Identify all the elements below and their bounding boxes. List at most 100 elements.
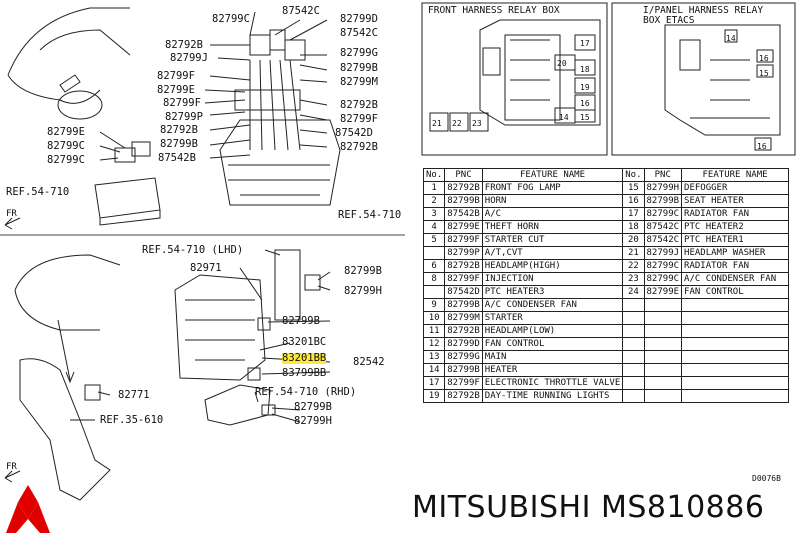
table-cell: 13: [422, 350, 446, 364]
table-cell: [643, 324, 683, 338]
highlighted-part-label: 83201BB: [282, 352, 327, 364]
col-header: FEATURE NAME: [681, 168, 790, 182]
part-label: 82799F: [157, 70, 195, 82]
table-cell: 24: [622, 285, 645, 299]
table-cell: 8: [422, 272, 446, 286]
table-cell: 17: [422, 376, 446, 390]
table-cell: [681, 337, 790, 351]
part-label: 82971: [190, 262, 222, 274]
table-cell: [643, 389, 683, 403]
table-cell: 82799C: [643, 207, 683, 221]
table-cell: HEADLAMP(LOW): [481, 324, 624, 338]
cell-label: 14: [559, 113, 569, 122]
table-cell: RADIATOR FAN: [681, 259, 790, 273]
table-cell: 17: [622, 207, 645, 221]
table-cell: [622, 376, 645, 390]
table-cell: FRONT FOG LAMP: [481, 181, 624, 195]
part-label: 82799D: [340, 13, 378, 25]
part-label: 82799M: [340, 76, 378, 88]
table-cell: 82799F: [444, 233, 483, 247]
part-label: 82799J: [170, 52, 208, 64]
part-label: 87542B: [158, 152, 196, 164]
table-cell: [622, 389, 645, 403]
part-label: 82792B: [160, 124, 198, 136]
table-cell: 82799E: [444, 220, 483, 234]
table-cell: STARTER: [481, 311, 624, 325]
table-cell: 82799H: [643, 181, 683, 195]
part-label: 82799C: [212, 13, 250, 25]
table-cell: [681, 376, 790, 390]
part-label: 82799H: [344, 285, 382, 297]
table-cell: [681, 389, 790, 403]
table-cell: 20: [622, 233, 645, 247]
table-cell: [681, 298, 790, 312]
part-label: 82792B: [165, 39, 203, 51]
front-direction-label: FR: [6, 462, 17, 472]
relay-box-bottom: [174, 274, 266, 381]
table-cell: 82799B: [444, 194, 483, 208]
table-cell: MAIN: [481, 350, 624, 364]
table-cell: 82792B: [444, 389, 483, 403]
table-cell: [681, 324, 790, 338]
table-cell: 82799C: [643, 259, 683, 273]
part-label: 82799F: [340, 113, 378, 125]
part-label: 82799B: [340, 62, 378, 74]
mitsubishi-logo-icon: [6, 485, 50, 533]
small-connector-top: [94, 177, 161, 219]
part-label: 82799C: [47, 140, 85, 152]
table-cell: THEFT HORN: [481, 220, 624, 234]
table-cell: 87542C: [643, 220, 683, 234]
table-cell: 2: [422, 194, 446, 208]
table-cell: 14: [422, 363, 446, 377]
table-cell: [622, 311, 645, 325]
table-cell: 82799E: [643, 285, 683, 299]
part-label: 87542C: [340, 27, 378, 39]
table-header-row: No. PNC FEATURE NAME No. PNC FEATURE NAM…: [422, 168, 790, 182]
table-cell: [643, 337, 683, 351]
table-cell: 5: [422, 233, 446, 247]
panel-harness-frame: [611, 2, 796, 156]
table-cell: [643, 298, 683, 312]
table-cell: 82792B: [444, 259, 483, 273]
table-cell: 82799J: [643, 246, 683, 260]
part-label: 82799B: [282, 315, 320, 327]
firewall-panel: [19, 358, 111, 501]
table-cell: 23: [622, 272, 645, 286]
cell-label: 14: [726, 34, 736, 43]
table-cell: HEADLAMP(HIGH): [481, 259, 624, 273]
table-cell: A/C CONDENSER FAN: [481, 298, 624, 312]
ref-label: REF.54-710 (LHD): [142, 244, 244, 256]
table-cell: SEAT HEATER: [681, 194, 790, 208]
table-cell: 22: [622, 259, 645, 273]
table-cell: [622, 363, 645, 377]
table-cell: 11: [422, 324, 446, 338]
table-cell: [622, 337, 645, 351]
table-cell: A/C: [481, 207, 624, 221]
table-cell: RADIATOR FAN: [681, 207, 790, 221]
table-cell: 82799G: [444, 350, 483, 364]
front-box-title: FRONT HARNESS RELAY BOX: [428, 5, 560, 16]
ref-label: REF.54-710: [338, 209, 402, 221]
part-label: 82799B: [160, 138, 198, 150]
part-label: 87542D: [335, 127, 373, 139]
part-label: 82799B: [344, 265, 382, 277]
table-cell: [422, 285, 446, 299]
panel-box-title: I/PANEL HARNESS RELAY BOX ETACS: [643, 5, 764, 26]
cell-label: 23: [472, 119, 482, 128]
part-label: 82799B: [294, 401, 332, 413]
table-cell: 21: [622, 246, 645, 260]
table-cell: 4: [422, 220, 446, 234]
table-cell: 1: [422, 181, 446, 195]
table-cell: DEFOGGER: [681, 181, 790, 195]
